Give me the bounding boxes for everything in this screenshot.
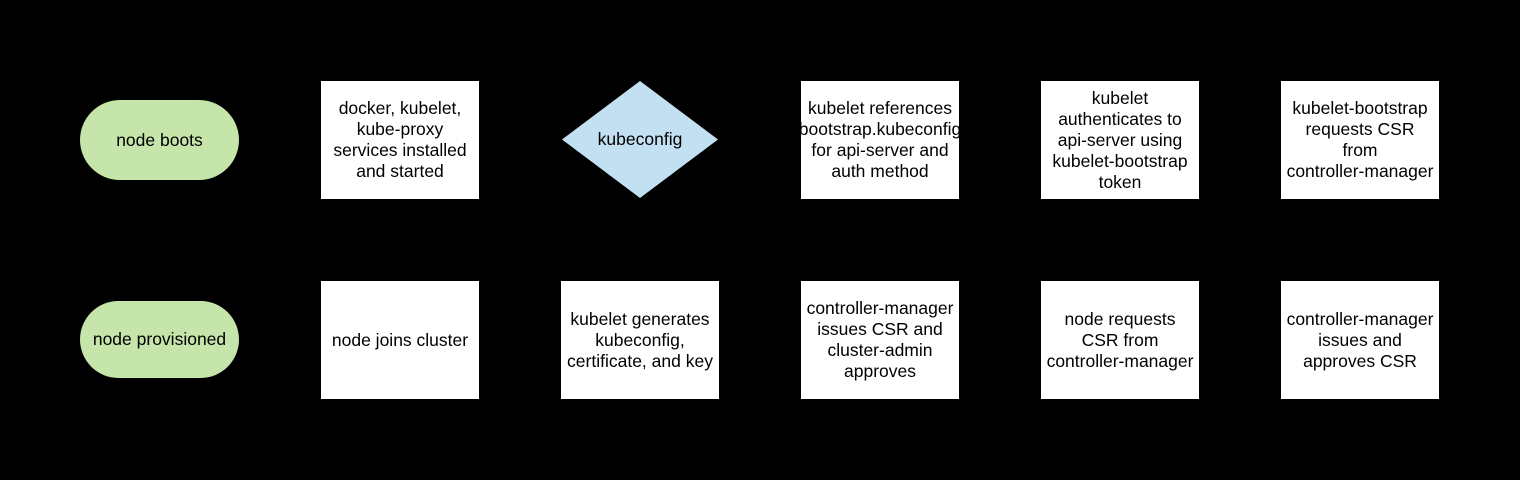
process-services-installed: docker, kubelet, kube-proxy services ins… — [321, 81, 479, 199]
node-label: controller-manager issues CSR and cluste… — [806, 298, 954, 381]
process-kubelet-authenticates-to-api-server: kubelet authenticates to api-server usin… — [1041, 81, 1199, 199]
process-kubelet-bootstrap-requests-csr: kubelet-bootstrap requests CSR from cont… — [1281, 81, 1439, 199]
node-label: kubelet references bootstrap.kubeconfig … — [798, 98, 962, 181]
process-controller-manager-issues-csr-cluster-admin-approves: controller-manager issues CSR and cluste… — [801, 281, 959, 399]
process-node-requests-csr: node requests CSR from controller-manage… — [1041, 281, 1199, 399]
node-label: kubeconfig — [597, 129, 683, 149]
node-label: node joins cluster — [331, 329, 469, 350]
process-node-joins-cluster: node joins cluster — [321, 281, 479, 399]
terminator-node-provisioned: node provisioned — [80, 301, 239, 378]
node-label: node provisioned — [92, 329, 227, 349]
node-label: kubelet generates kubeconfig, certificat… — [567, 308, 713, 371]
decision-kubeconfig: kubeconfig — [562, 81, 718, 198]
node-label: kubelet-bootstrap requests CSR from cont… — [1286, 98, 1434, 181]
process-kubelet-references-bootstrap-kubeconfig: kubelet references bootstrap.kubeconfig … — [798, 81, 962, 199]
process-controller-manager-issues-and-approves-csr: controller-manager issues and approves C… — [1281, 281, 1439, 399]
node-label: kubelet authenticates to api-server usin… — [1052, 87, 1188, 192]
node-label: node boots — [116, 129, 203, 150]
process-kubelet-generates-kubeconfig: kubelet generates kubeconfig, certificat… — [561, 281, 719, 399]
node-label: controller-manager issues and approves C… — [1286, 308, 1434, 371]
node-label: docker, kubelet, kube-proxy services ins… — [333, 98, 467, 181]
node-label: node requests CSR from controller-manage… — [1046, 308, 1194, 371]
terminator-node-boots: node boots — [80, 100, 239, 180]
